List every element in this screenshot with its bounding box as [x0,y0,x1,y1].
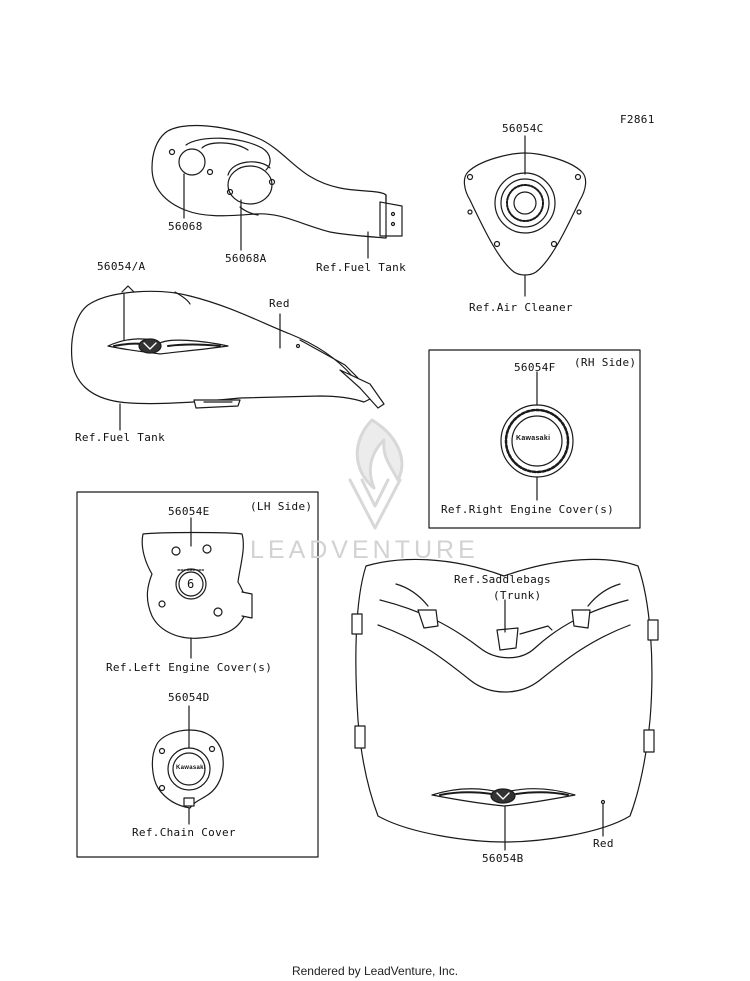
fuel-tank-top-view [151,124,403,259]
chain-cover [151,705,224,825]
label-ref-fuel-tank-top: Ref.Fuel Tank [316,261,406,274]
watermark-text: LEADVENTURE [250,536,479,564]
right-engine-cover-emblem [500,371,574,501]
label-ref-fuel-tank-side: Ref.Fuel Tank [75,431,165,444]
label-ref-chain-cover: Ref.Chain Cover [132,826,236,839]
trunk-lid [351,558,659,851]
air-cleaner-cover [463,135,587,297]
label-red-trunk: Red [593,837,614,850]
label-trunk: (Trunk) [493,589,542,602]
label-lh-side: (LH Side) [250,500,313,513]
rh-side-box [428,349,641,529]
label-56068a[interactable]: 56068A [225,252,267,265]
label-56054d[interactable]: 56054D [168,691,210,704]
fuel-tank-side-view [70,285,385,431]
label-56054b[interactable]: 56054B [482,852,524,865]
emblem-text-rh: Kawasaki [516,435,551,442]
label-ref-air-cleaner: Ref.Air Cleaner [469,301,573,314]
emblem-text-chain: Kawasaki [176,765,206,771]
label-56054c[interactable]: 56054C [502,122,544,135]
label-56054f[interactable]: 56054F [514,361,556,374]
label-56054e[interactable]: 56054E [168,505,210,518]
label-ref-left-engine-cover: Ref.Left Engine Cover(s) [106,661,273,674]
label-rh-side: (RH Side) [574,356,637,369]
label-ref-saddlebags: Ref.Saddlebags [454,573,551,586]
footer-credit: Rendered by LeadVenture, Inc. [291,964,459,978]
label-56068[interactable]: 56068 [168,220,203,233]
label-56054-a[interactable]: 56054/A [97,260,146,273]
figure-code: F2861 [620,113,655,126]
gauge-digit: 6 [187,577,195,591]
watermark-logo-icon [348,418,404,530]
label-red-tank: Red [269,297,290,310]
left-engine-cover [141,517,253,659]
lh-side-box [76,491,319,858]
label-ref-right-engine-cover: Ref.Right Engine Cover(s) [441,503,615,516]
